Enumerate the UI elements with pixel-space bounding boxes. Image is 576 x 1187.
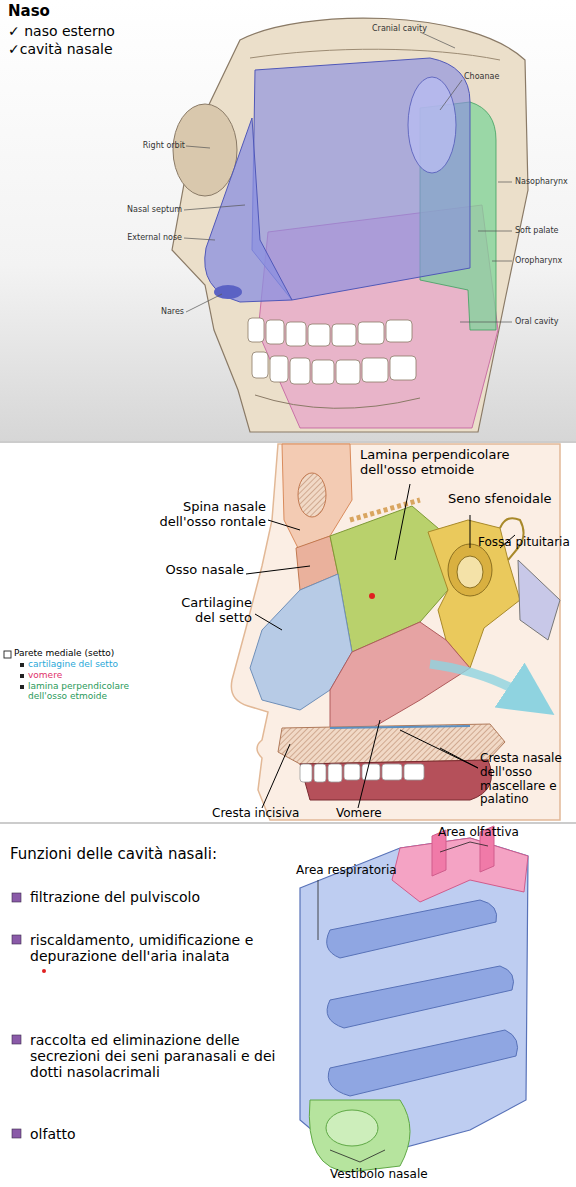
bullet-text: ✓cavità nasale — [8, 41, 113, 57]
area-label: Area respiratoria — [296, 864, 397, 878]
part-label: Spina nasale dell'osso rontale — [136, 500, 266, 530]
part-label: Cartilagine del setto — [170, 596, 252, 626]
bullet-text: filtrazione del pulviscolo — [30, 889, 280, 905]
panel-bg — [0, 0, 576, 442]
list-item: lamina perpendicolare dell'osso etmoide — [28, 681, 148, 702]
part-label: Vomere — [336, 807, 382, 821]
part-label: Soft palate — [515, 226, 559, 235]
part-label: Nares — [150, 307, 184, 316]
slide-title: Naso — [8, 3, 50, 20]
leader-lines — [246, 484, 515, 808]
part-label: Oropharynx — [515, 256, 562, 265]
bullet-text: ✓ naso esterno — [8, 23, 115, 39]
panel-divider — [0, 822, 576, 824]
checkbox-icon — [4, 651, 11, 658]
part-label: Right orbit — [130, 141, 185, 150]
skull-illustration — [172, 18, 528, 432]
list-item: cartilagine del setto — [28, 659, 118, 669]
part-label: Nasal septum — [120, 205, 182, 214]
leader-lines — [184, 32, 512, 322]
list-heading: Parete mediale (setto) — [14, 648, 114, 658]
part-label: Osso nasale — [160, 563, 244, 578]
bullet-text: riscaldamento, umidificazione e depurazi… — [30, 932, 265, 964]
area-label: Area olfattiva — [438, 826, 519, 840]
section-heading: Funzioni delle cavità nasali: — [10, 846, 217, 863]
bullet-text: raccolta ed eliminazione delle secrezion… — [30, 1032, 280, 1080]
leader-lines — [318, 842, 488, 1162]
pointer-dot — [42, 969, 46, 973]
list-bullets — [20, 663, 24, 689]
list-item: vomere — [28, 670, 62, 680]
list-bullets — [12, 893, 21, 1138]
part-label: Fossa pituitaria — [478, 536, 574, 550]
area-label: Vestibolo nasale — [330, 1168, 428, 1182]
part-label: Oral cavity — [515, 317, 558, 326]
part-label: Cranial cavity — [372, 24, 427, 33]
part-label: Cresta nasale dell'osso mascellare e pal… — [480, 752, 576, 807]
part-label: Seno sfenoidale — [448, 492, 552, 507]
part-label: Lamina perpendicolare dell'osso etmoide — [360, 448, 520, 478]
part-label: Nasopharynx — [515, 177, 568, 186]
part-label: Choanae — [464, 72, 499, 81]
nasal-cavity-3d — [300, 826, 528, 1172]
panel-divider — [0, 441, 576, 443]
part-label: Cresta incisiva — [212, 807, 299, 821]
part-label: External nose — [120, 233, 182, 242]
bullet-text: olfatto — [30, 1126, 76, 1142]
